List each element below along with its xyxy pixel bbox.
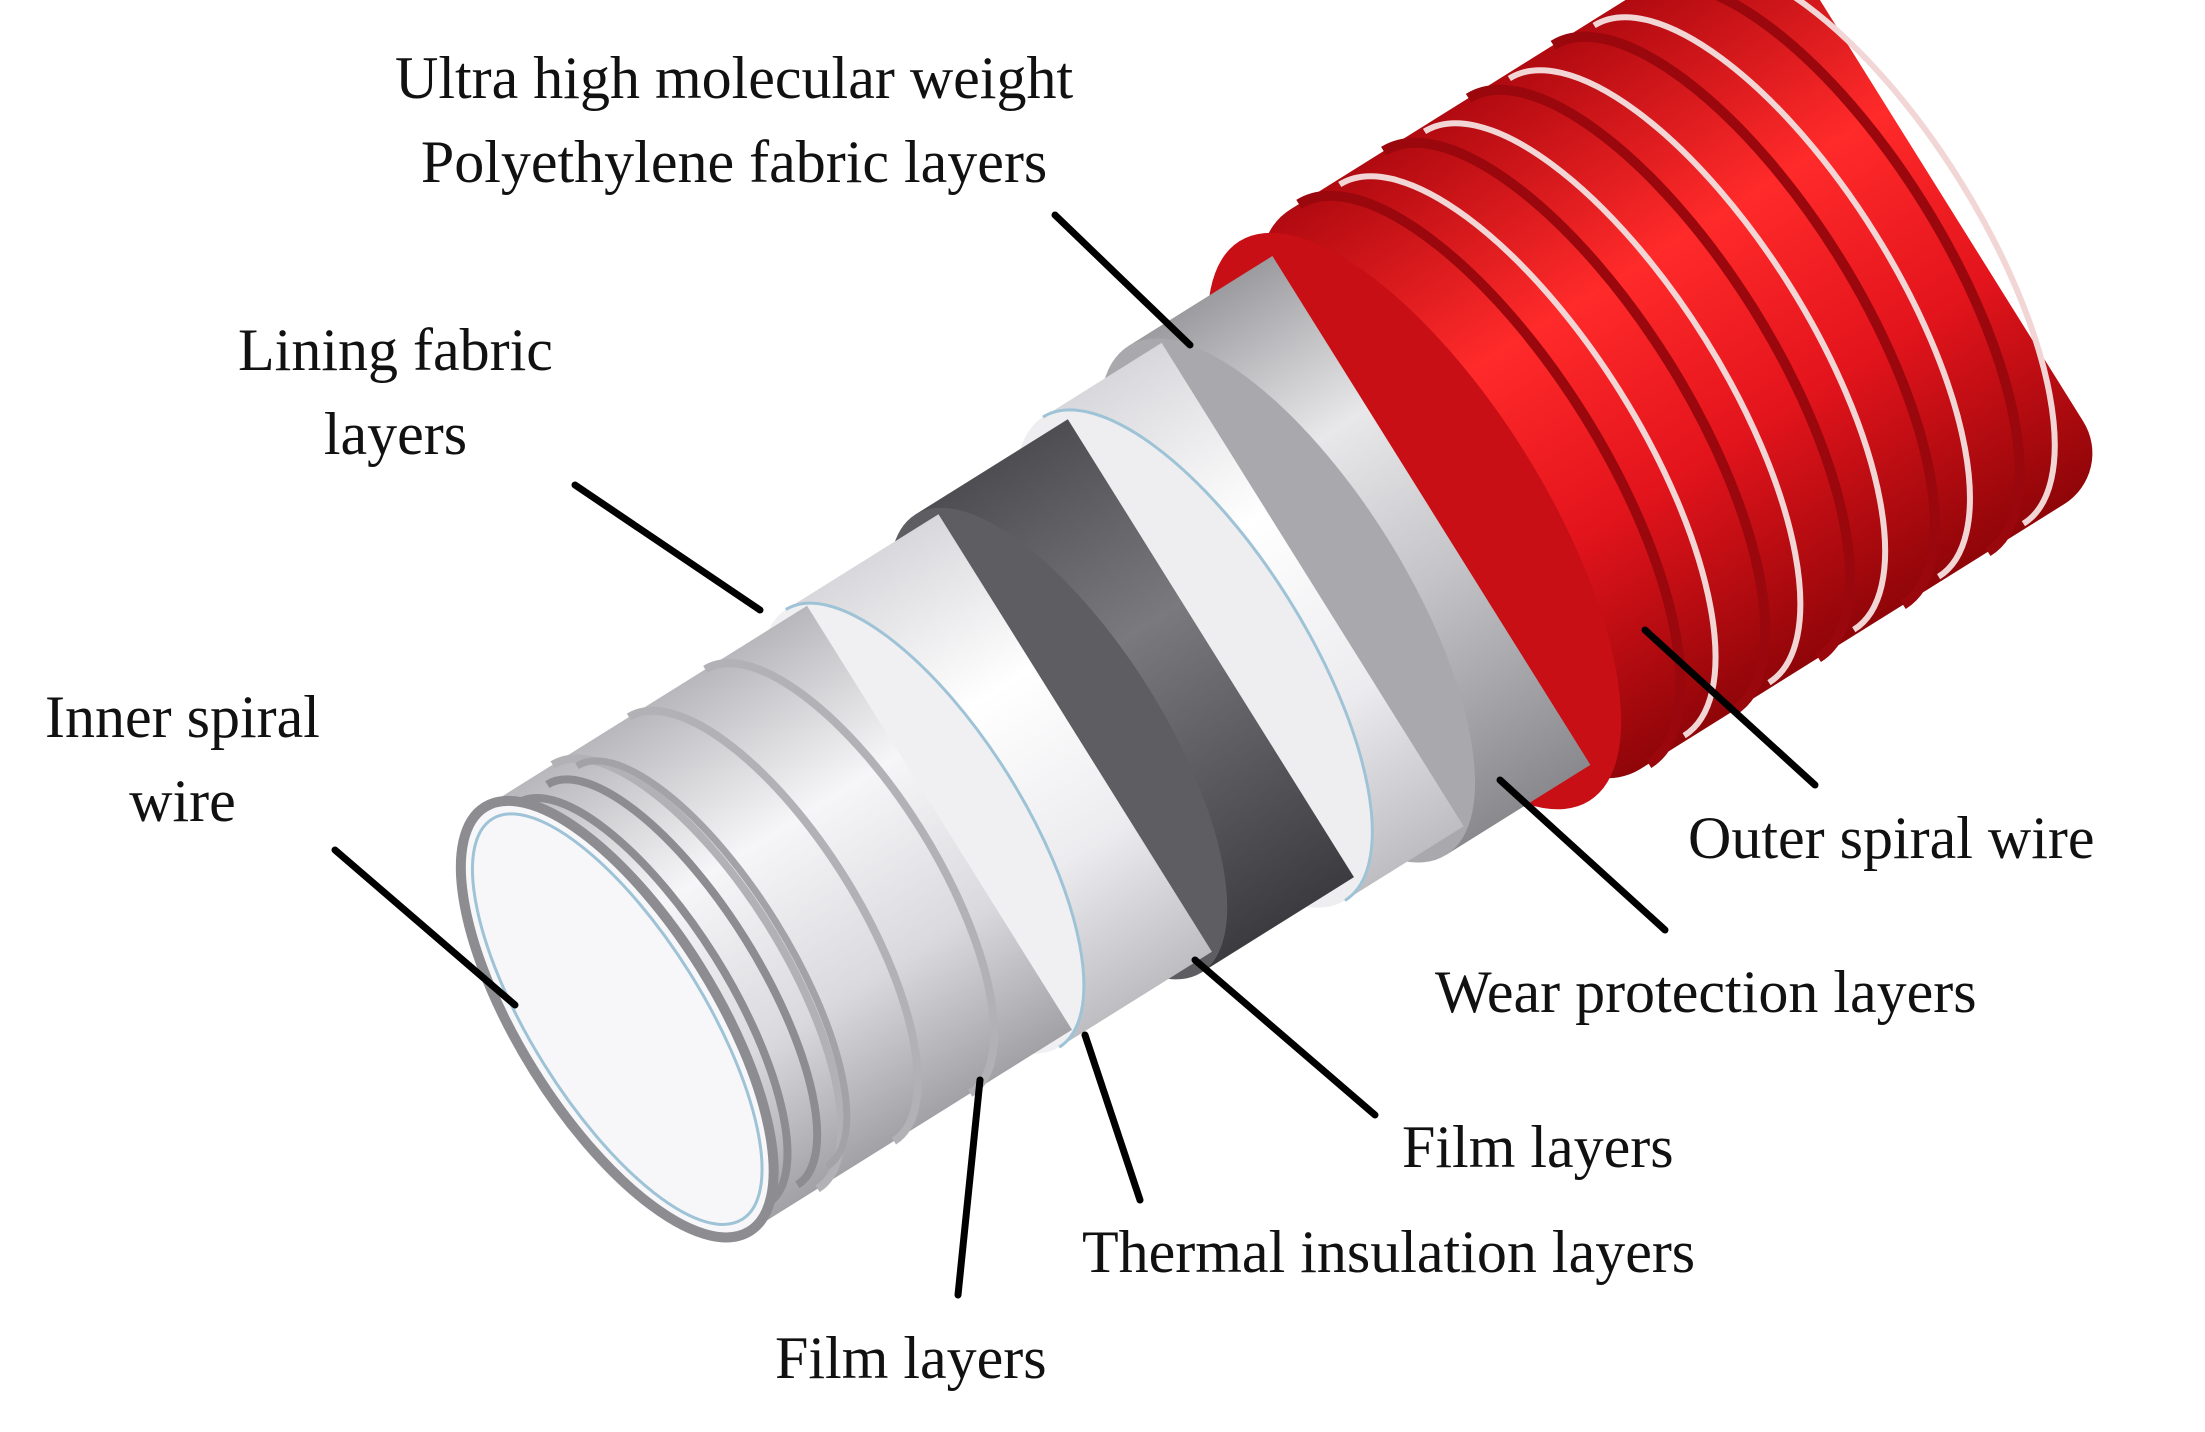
label-wear-protection: Wear protection layers xyxy=(1435,950,1977,1034)
label-thermal-insulation: Thermal insulation layers xyxy=(1082,1210,1696,1294)
leader-uhmwpe xyxy=(1051,211,1194,349)
label-inner-spiral-wire: Inner spiral wire xyxy=(45,675,320,843)
leader-film-right xyxy=(1191,956,1379,1119)
label-uhmwpe: Ultra high molecular weight Polyethylene… xyxy=(395,36,1074,204)
label-film-layers-right: Film layers xyxy=(1402,1105,1674,1189)
label-film-layers-bottom: Film layers xyxy=(775,1316,1047,1400)
leader-lines xyxy=(331,211,1819,1299)
label-outer-spiral-wire: Outer spiral wire xyxy=(1688,796,2095,880)
leader-inner-wire xyxy=(331,846,519,1009)
leader-wear xyxy=(1496,776,1669,934)
inner-spiral-wire xyxy=(455,757,851,1243)
leader-lining xyxy=(571,481,764,614)
leader-film-bottom xyxy=(954,1076,984,1299)
leader-outer-wire xyxy=(1641,626,1819,789)
leader-thermal xyxy=(1081,1031,1144,1204)
label-lining-fabric: Lining fabric layers xyxy=(238,308,553,476)
